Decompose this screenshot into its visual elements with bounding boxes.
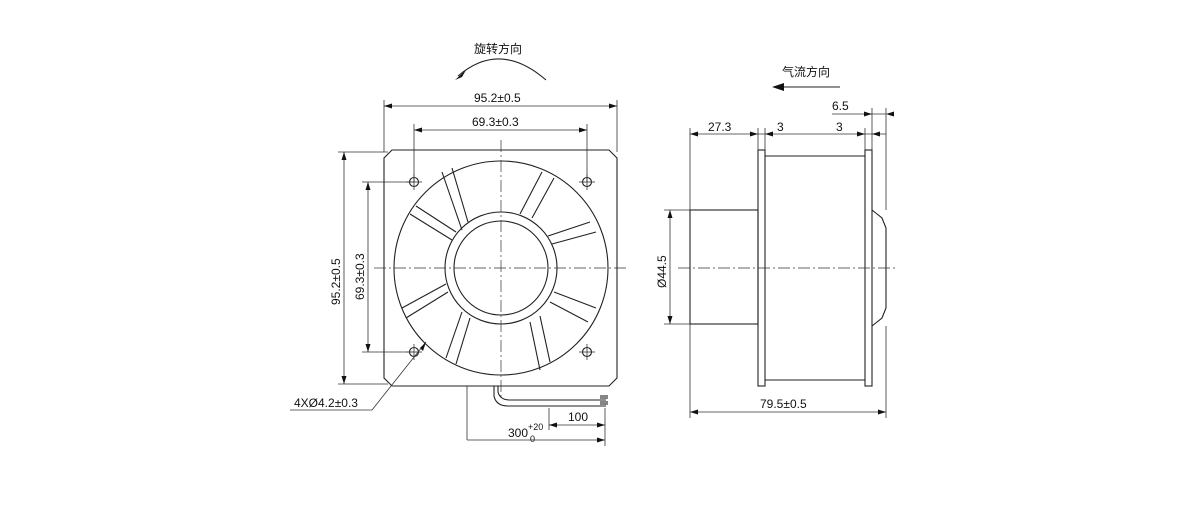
dim-flange-2-label: 3 xyxy=(836,120,843,134)
dim-lead-strip: 100 xyxy=(548,408,606,446)
dim-diameter: Ø44.5 xyxy=(655,209,690,325)
lead-wire xyxy=(493,386,608,407)
dim-outer-width-label: 95.2±0.5 xyxy=(474,91,521,105)
dim-lead-length-tol-upper: +20 xyxy=(528,422,543,432)
fan-blades xyxy=(401,167,597,371)
dim-outer-height: 95.2±0.5 xyxy=(329,151,388,385)
dim-front-length-label: 27.3 xyxy=(708,120,732,134)
dim-holes-leader: 4XØ4.2±0.3 xyxy=(290,341,427,411)
dim-outer-width: 95.2±0.5 xyxy=(383,91,618,152)
airflow-direction-label: 气流方向 xyxy=(782,64,830,79)
dim-lead-length-tol-lower: 0 xyxy=(530,434,535,444)
dim-lead-length: 300 +20 0 xyxy=(466,386,605,444)
dim-top-chain: 27.3 3 3 6.5 xyxy=(689,99,894,210)
rotation-arrow xyxy=(455,58,547,81)
dim-hole-spacing-height-label: 69.3±0.3 xyxy=(353,253,367,300)
dim-hole-spacing-width-label: 69.3±0.3 xyxy=(472,115,519,129)
dim-hole-spacing-width: 69.3±0.3 xyxy=(413,115,588,182)
dim-lead-length-main: 300 xyxy=(508,426,528,440)
dim-flange-1-label: 3 xyxy=(777,120,784,134)
motor-front-boss xyxy=(689,209,759,325)
dim-total-length: 79.5±0.5 xyxy=(689,324,887,418)
dim-holes-label: 4XØ4.2±0.3 xyxy=(294,396,358,410)
fan-housing-square xyxy=(383,149,618,387)
dim-lead-strip-label: 100 xyxy=(568,410,588,424)
dim-rear-offset-label: 6.5 xyxy=(832,99,849,113)
dim-diameter-label: Ø44.5 xyxy=(655,255,669,288)
dim-outer-height-label: 95.2±0.5 xyxy=(329,258,343,305)
rotation-direction-label: 旋转方向 xyxy=(474,41,522,56)
airflow-arrow xyxy=(772,83,840,91)
dim-total-length-label: 79.5±0.5 xyxy=(760,397,807,411)
front-view: 旋转方向 95.2±0.5 69.3±0.3 95.2±0.5 xyxy=(290,41,626,446)
dim-hole-spacing-height: 69.3±0.3 xyxy=(353,181,414,353)
mounting-holes xyxy=(406,174,595,360)
side-view: 气流方向 Ø44.5 xyxy=(655,64,898,418)
